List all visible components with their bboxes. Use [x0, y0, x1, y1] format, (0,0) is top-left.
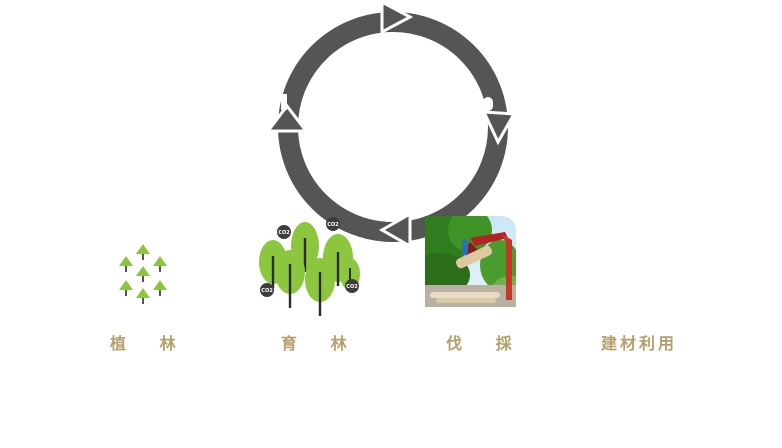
svg-text:CO2: CO2 — [261, 288, 273, 294]
seedlings-icon — [119, 244, 167, 304]
svg-text:CO2: CO2 — [346, 284, 358, 290]
co2-badge: CO2 — [326, 217, 340, 231]
svg-text:CO2: CO2 — [327, 222, 339, 228]
svg-text:CO2: CO2 — [278, 230, 290, 236]
stage-label-planting: 植 林 — [110, 334, 190, 353]
cycle-arrows-icon — [264, 0, 517, 249]
logging-photo — [425, 216, 516, 307]
co2-badge: CO2 — [345, 279, 359, 293]
stage-label-growing: 育 林 — [281, 334, 361, 353]
forest-trees-icon: CO2 CO2 CO2 CO2 — [259, 217, 360, 316]
stage-label-building-use: 建材利用 — [601, 334, 678, 353]
co2-badge: CO2 — [260, 283, 274, 297]
co2-badge: CO2 — [277, 225, 291, 239]
stage-label-harvesting: 伐 採 — [446, 334, 526, 353]
